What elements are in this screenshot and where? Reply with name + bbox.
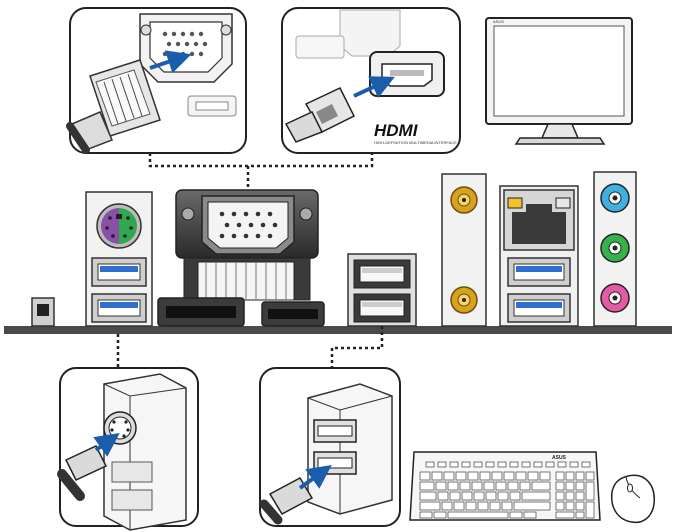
displayport-port-icon [262,302,324,326]
usb-port-icon [508,294,570,322]
ps2-callout [60,368,198,530]
ps2-usb-stack [86,192,152,326]
audio-jack-icon [601,284,629,312]
keyboard-icon: ASUS [410,452,600,520]
lan-port-icon [504,190,574,250]
hdmi-port-icon [158,298,244,326]
usb-port-icon [92,294,146,322]
hdmi-callout: HDMI HIGH-DEFINITION MULTIMEDIA INTERFAC… [282,8,460,153]
hdmi-port-icon [370,52,444,96]
antenna-port-stack [442,174,486,326]
lan-usb-stack [500,186,578,326]
panel-base-bar [4,326,672,334]
usb-port-icon [314,420,356,442]
keyboard-brand: ASUS [552,455,567,461]
monitor-icon: ASUS [486,18,632,144]
usb-port-icon [314,452,356,474]
audio-jack-icon [601,184,629,212]
usb-port-icon [508,258,570,286]
usb-port-icon [354,294,410,322]
usb-callout [260,368,400,526]
rear-io-panel [4,172,672,334]
hdmi-logo-text: HDMI [374,121,419,140]
audio-jack-stack [594,172,636,326]
antenna-icon [451,187,477,213]
antenna-icon [451,287,477,313]
vga-callout [70,8,246,153]
usb-port-icon [92,258,146,286]
top-callout-leader [150,153,372,166]
mouse-icon [612,475,655,522]
hdmi-logo-tagline: HIGH-DEFINITION MULTIMEDIA INTERFACE [374,140,457,145]
usb-port-icon [354,260,410,288]
vga-port-icon [140,14,232,82]
usb-stack-middle [348,254,416,326]
monitor-brand: ASUS [493,19,504,24]
vga-hdmi-stack [158,190,324,326]
clear-cmos-button-icon [32,298,54,326]
ps2-port-icon [97,204,141,248]
audio-jack-icon [601,234,629,262]
